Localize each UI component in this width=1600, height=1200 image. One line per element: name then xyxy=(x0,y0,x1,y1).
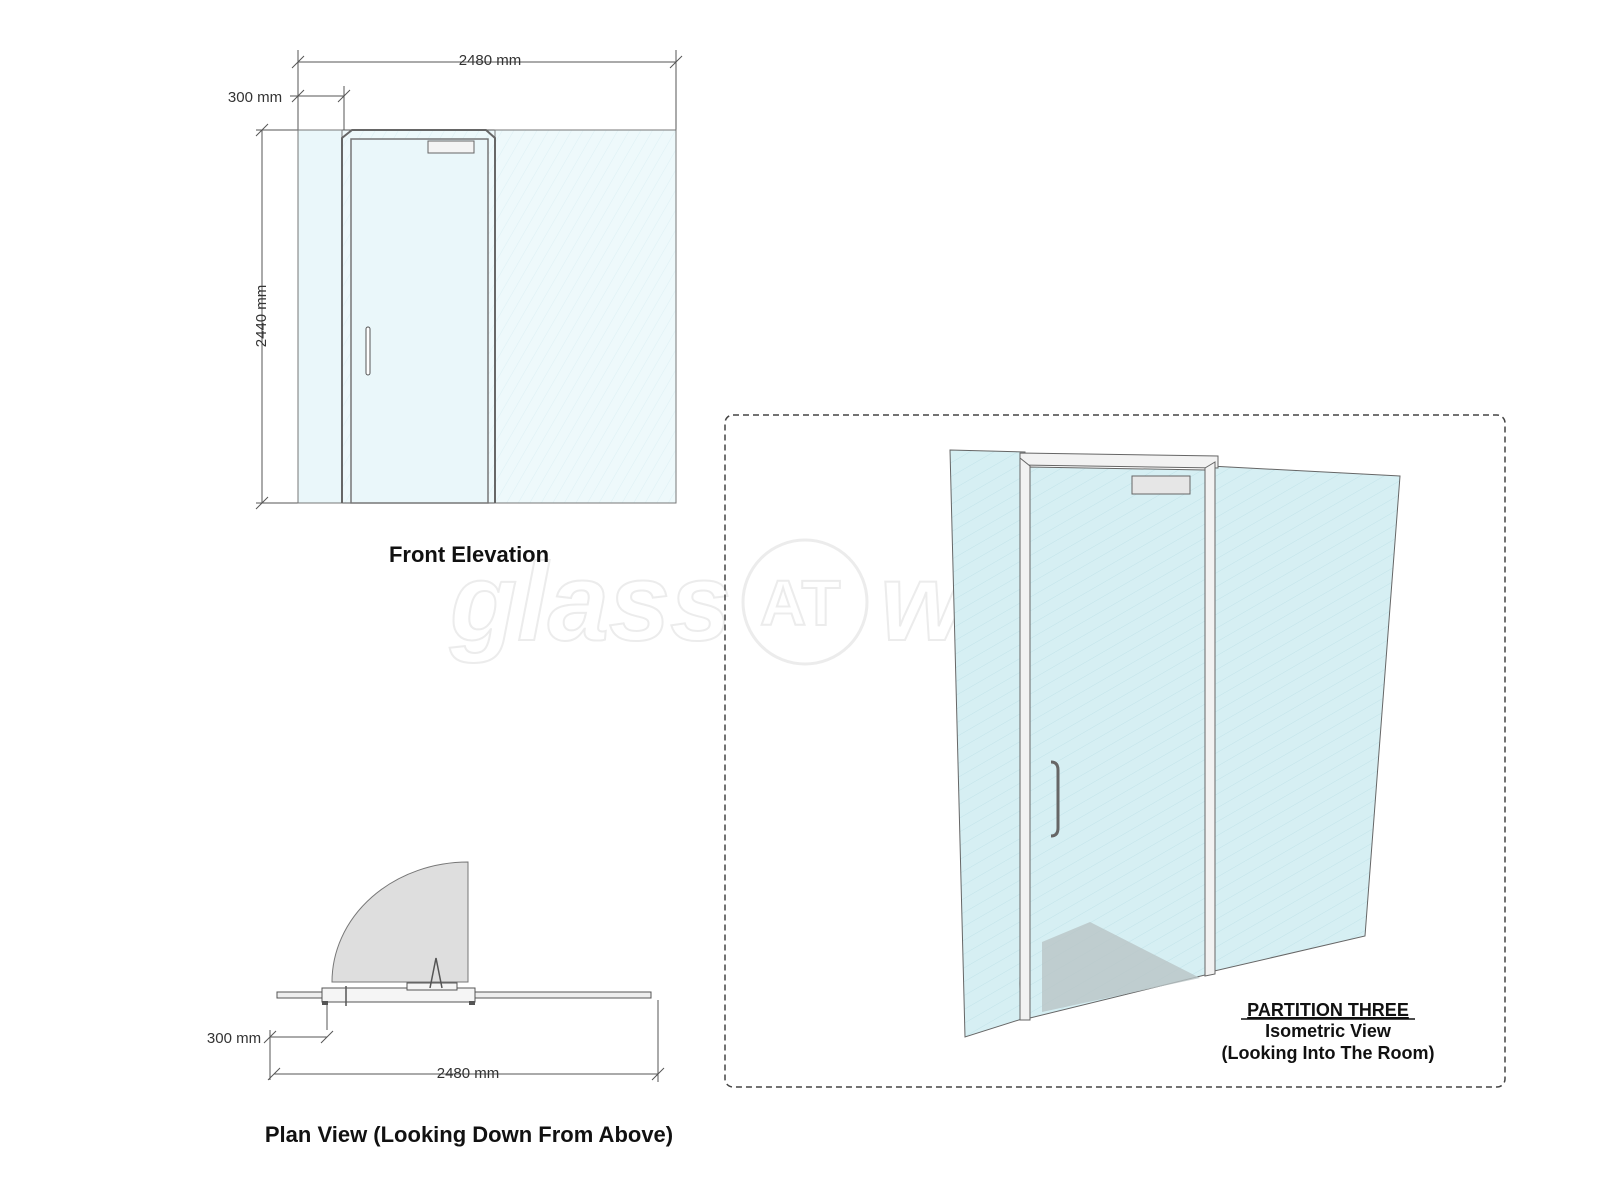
watermark-ring xyxy=(741,538,869,666)
plan-side-label: 300 mm xyxy=(207,1030,261,1047)
elevation-fixed-panel xyxy=(494,129,677,504)
iso-right-panel xyxy=(1209,465,1401,973)
door-frame xyxy=(341,129,496,503)
iso-floor-shadow xyxy=(1042,922,1200,1012)
iso-door-panel xyxy=(1029,466,1206,1019)
plan-width-dimension xyxy=(267,1000,665,1082)
watermark-mid: AT xyxy=(760,567,841,639)
elevation-width-dimension xyxy=(291,50,683,130)
elevation-width-label: 2480 mm xyxy=(459,52,522,69)
plan-view: 300 mm 2480 mm xyxy=(207,861,665,1082)
plan-view-caption: Plan View (Looking Down From Above) xyxy=(265,1122,673,1147)
iso-door-frame xyxy=(1019,452,1219,1021)
elevation-height-dimension xyxy=(255,123,298,510)
plan-pivot-icon xyxy=(429,957,443,989)
front-elevation-caption: Front Elevation xyxy=(389,542,549,567)
watermark-left: glass xyxy=(449,541,731,664)
elevation-height-label: 2440 mm xyxy=(253,285,270,348)
isometric-frame xyxy=(724,414,1506,1088)
elevation-door xyxy=(350,138,489,504)
door-handle-icon xyxy=(365,326,371,376)
isometric-line1: Isometric View xyxy=(1265,1021,1392,1041)
isometric-view xyxy=(949,449,1401,1038)
door-swing-arc xyxy=(331,861,469,983)
isometric-title: PARTITION THREE xyxy=(1247,1000,1409,1020)
plan-door-threshold xyxy=(321,987,476,1003)
door-closer-icon xyxy=(427,140,475,154)
plan-floor-pivot-left xyxy=(322,1001,328,1005)
elevation-side-dimension xyxy=(290,86,351,130)
plan-closer-icon xyxy=(406,982,458,991)
plan-side-dimension xyxy=(263,1005,334,1080)
plan-width-label: 2480 mm xyxy=(437,1065,500,1082)
iso-left-panel xyxy=(949,449,1026,1038)
plan-floor-pivot-right xyxy=(469,1001,475,1005)
isometric-line2: (Looking Into The Room) xyxy=(1222,1043,1435,1063)
iso-closer-icon xyxy=(1131,475,1191,495)
elevation-side-label: 300 mm xyxy=(228,89,282,106)
front-elevation: 2480 mm 300 mm 2440 mm xyxy=(228,50,683,510)
elevation-side-panel xyxy=(297,129,343,504)
iso-handle-icon xyxy=(1050,760,1060,838)
